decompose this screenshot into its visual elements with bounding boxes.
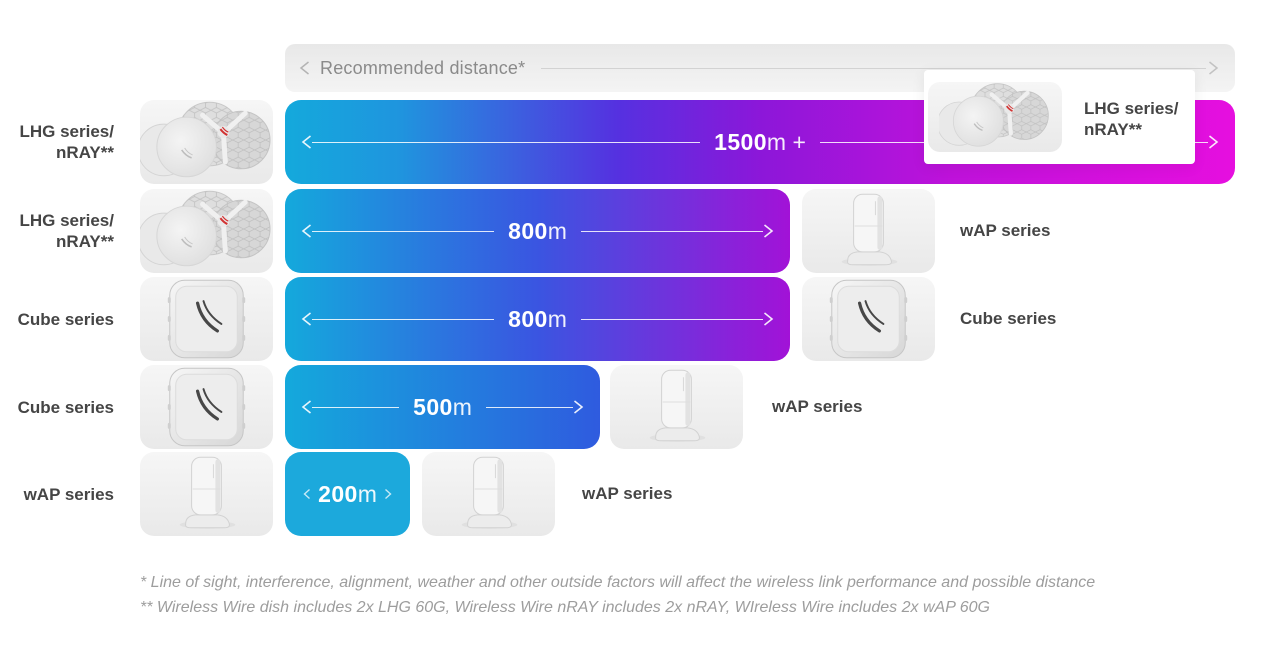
row-label-left: Cube series [0,277,114,361]
row-label-left: LHG series/ nRAY** [0,189,115,273]
distance-row-500m: Cube series 500 m wAP series [0,365,1275,449]
distance-line [312,141,701,143]
row-label-line2: nRAY** [56,143,114,162]
distance-unit: m [357,480,377,507]
wap-device-icon [140,452,273,536]
row-label-left: LHG series/ nRAY** [0,100,115,184]
arrow-right-icon [764,312,774,326]
distance-value: 800 [508,305,548,332]
lhg-dish-icon [140,189,273,273]
distance-value: 1500 [714,128,767,155]
row-label-line1: wAP series [23,484,114,504]
distance-bar-200m: 200 m [285,452,410,536]
distance-line [312,406,400,408]
cube-device-icon [140,277,273,361]
arrow-left-icon [301,135,311,149]
distance-unit: m + [766,128,806,155]
cube-device-image [802,277,935,361]
arrow-left-icon [303,488,311,500]
row-label-line1: Cube series [17,397,114,417]
wap-device-image [140,452,273,536]
card-label: LHG series/ nRAY** [1084,94,1179,140]
footnotes: * Line of sight, interference, alignment… [140,570,1095,620]
row-label-right: wAP series [582,484,673,503]
distance-bar-800m: 800 m [285,189,790,273]
row-label-right: wAP series [772,397,863,416]
cube-device-image [140,277,273,361]
arrow-left-icon [301,224,311,238]
distance-line [580,318,763,320]
header-axis-line [541,67,1206,69]
cube-device-icon [802,277,935,361]
header-title: Recommended distance* [320,57,526,78]
wap-device-icon [802,189,935,273]
distance-row-200m: wAP series 200 m wAP series [0,452,1275,536]
distance-bar-800m: 800 m [285,277,790,361]
distance-value: 500 [413,393,453,420]
distance-row-800m-cube-cube: Cube series 800 m Cube series [0,277,1275,361]
arrow-right-icon [764,224,774,238]
lhg-dish-icon [928,82,1062,152]
wap-device-image [610,365,743,449]
arrow-left-icon [301,400,311,414]
arrow-right-icon [384,488,392,500]
wap-device-image [422,452,555,536]
lhg-device-image [928,82,1062,152]
distance-line [312,230,495,232]
distance-unit: m [547,217,567,244]
distance-line [312,318,495,320]
distance-row-800m-lhg-wap: LHG series/ nRAY** 800 m wAP series [0,189,1275,273]
row-label-right: Cube series [960,309,1057,328]
arrow-right-icon [574,400,584,414]
distance-line [485,406,573,408]
footnote-1: * Line of sight, interference, alignment… [140,574,1096,591]
cube-device-image [140,365,273,449]
card-label-line1: LHG series/ [1084,99,1179,118]
lhg-device-image [140,100,273,184]
lhg-device-image [140,189,273,273]
wap-device-icon [422,452,555,536]
card-label-line2: nRAY** [1084,120,1142,139]
distance-unit: m [452,393,472,420]
distance-value: 800 [508,217,548,244]
device-callout-card: LHG series/ nRAY** [924,70,1195,164]
wap-device-icon [610,365,743,449]
row-label-right: wAP series [960,221,1051,240]
row-label-line1: LHG series/ [19,122,115,141]
arrow-left-icon [301,312,311,326]
chevron-right-icon [1209,61,1219,75]
row-label-line1: Cube series [17,309,114,329]
lhg-dish-icon [140,100,273,184]
footnote-2: ** Wireless Wire dish includes 2x LHG 60… [140,599,990,616]
cube-device-icon [140,365,273,449]
row-label-left: Cube series [0,365,114,449]
distance-bar-500m: 500 m [285,365,600,449]
distance-line [580,230,763,232]
arrow-right-icon [1209,135,1219,149]
row-label-line1: LHG series/ [19,211,115,230]
wap-device-image [802,189,935,273]
chevron-left-icon [299,61,309,75]
distance-unit: m [547,305,567,332]
recommended-distance-header: Recommended distance* [285,44,1235,92]
row-label-line2: nRAY** [56,232,114,251]
row-label-left: wAP series [0,452,114,536]
distance-value: 200 [318,480,358,507]
